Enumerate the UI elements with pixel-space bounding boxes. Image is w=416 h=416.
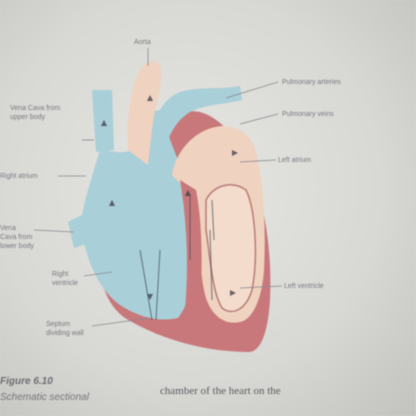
label-left-ventricle: Left ventricle xyxy=(284,283,324,290)
label-vena-cava-upper: Vena Cava from upper body xyxy=(10,105,61,121)
right-heart-chambers xyxy=(81,110,196,320)
label-pulmonary-veins: Pulmonary veins xyxy=(282,111,334,118)
superior-vena-cava xyxy=(92,90,114,152)
pulmonary-trunk xyxy=(148,86,242,158)
inferior-vena-cava xyxy=(68,210,98,248)
label-right-ventricle: Right ventricle xyxy=(52,271,79,287)
label-vena-cava-lower: Vena Cava from lower body xyxy=(0,225,34,250)
leader-lines xyxy=(33,48,283,327)
label-aorta: Aorta xyxy=(134,39,151,46)
label-right-atrium: Right atrium xyxy=(0,173,38,180)
label-left-atrium: Left atrium xyxy=(278,157,312,164)
figure-description: Schematic sectional xyxy=(0,392,89,403)
body-text-line: chamber of the heart on the xyxy=(160,385,281,397)
chordae-lines xyxy=(139,196,215,321)
septum-wall xyxy=(180,180,202,324)
flow-arrows xyxy=(101,95,238,300)
figure-number: Figure 6.10 xyxy=(0,376,53,387)
label-pulmonary-arteries: Pulmonary arteries xyxy=(282,79,341,86)
aorta-vessel xyxy=(127,61,162,165)
label-septum: Septum dividing wall xyxy=(46,321,84,337)
left-ventricle-cavity xyxy=(205,184,257,313)
